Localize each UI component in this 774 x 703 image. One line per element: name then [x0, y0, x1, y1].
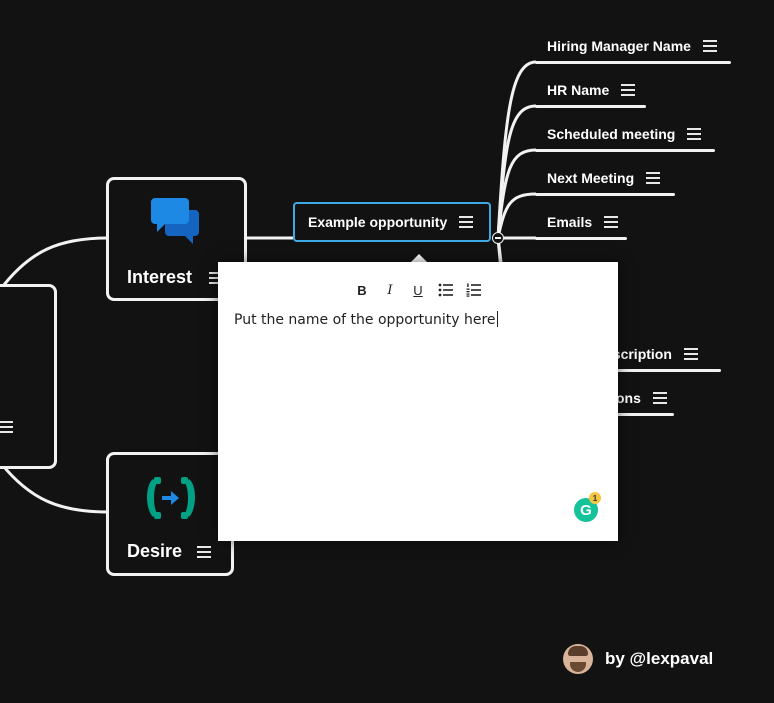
branch-label: Emails — [547, 214, 593, 230]
branch-underline — [535, 61, 731, 64]
notes-icon[interactable] — [702, 40, 717, 52]
text-caret — [496, 311, 498, 327]
note-text-area[interactable]: Put the name of the opportunity here — [234, 311, 498, 328]
bullet-list-button[interactable] — [437, 281, 455, 299]
branch-item-scheduled-meeting[interactable]: Scheduled meeting — [547, 126, 702, 142]
chat-bubbles-icon — [151, 198, 199, 244]
notes-icon[interactable] — [683, 348, 698, 360]
notes-icon[interactable] — [604, 216, 619, 228]
branch-item-hiring-manager[interactable]: Hiring Manager Name — [547, 38, 717, 54]
phone-transfer-icon — [147, 477, 195, 519]
numbered-list-button[interactable] — [465, 281, 483, 299]
grammarly-count-badge: 1 — [589, 492, 601, 504]
branch-label: Next Meeting — [547, 170, 635, 186]
branch-underline — [535, 237, 627, 240]
notes-icon[interactable] — [0, 421, 13, 433]
opportunity-label: Example opportunity — [308, 214, 448, 230]
branch-item-hr-name[interactable]: HR Name — [547, 82, 636, 98]
branch-underline — [535, 193, 675, 196]
branch-label: escription — [605, 346, 672, 362]
branch-item-next-meeting[interactable]: Next Meeting — [547, 170, 661, 186]
notes-icon[interactable] — [687, 128, 702, 140]
branch-underline — [535, 149, 715, 152]
interest-label: Interest — [127, 267, 193, 287]
branch-item-description[interactable]: escription — [605, 346, 698, 362]
note-popup-pointer — [411, 254, 427, 262]
opportunity-node[interactable]: Example opportunity — [293, 202, 491, 242]
bold-button[interactable]: B — [357, 282, 367, 298]
formatting-toolbar: B I U — [353, 281, 483, 299]
author-credit: by @lexpaval — [563, 644, 713, 674]
desire-node[interactable]: Desire — [106, 452, 234, 576]
desire-label: Desire — [127, 541, 183, 561]
branch-label: HR Name — [547, 82, 610, 98]
notes-icon[interactable] — [209, 272, 223, 284]
italic-button[interactable]: I — [387, 282, 393, 298]
note-text: Put the name of the opportunity here — [234, 312, 496, 328]
notes-icon[interactable] — [646, 172, 661, 184]
branch-item-questions[interactable]: ons — [616, 390, 667, 406]
branch-label: Hiring Manager Name — [547, 38, 691, 54]
note-editor-popup[interactable]: B I U Put — [218, 262, 618, 541]
branch-underline — [535, 105, 646, 108]
collapse-branch-button[interactable] — [492, 232, 504, 244]
branch-label: Scheduled meeting — [547, 126, 676, 142]
notes-icon[interactable] — [197, 546, 211, 558]
branch-label: ons — [616, 390, 641, 406]
branch-underline — [535, 369, 721, 372]
notes-icon[interactable] — [652, 392, 667, 404]
notes-icon[interactable] — [621, 84, 636, 96]
numbered-list-icon — [466, 283, 481, 297]
bullet-list-icon — [438, 283, 453, 297]
avatar — [563, 644, 593, 674]
underline-button[interactable]: U — [413, 282, 423, 298]
root-node[interactable] — [0, 284, 57, 469]
credit-text: by @lexpaval — [605, 649, 714, 668]
notes-icon[interactable] — [459, 216, 474, 228]
branch-item-emails[interactable]: Emails — [547, 214, 619, 230]
